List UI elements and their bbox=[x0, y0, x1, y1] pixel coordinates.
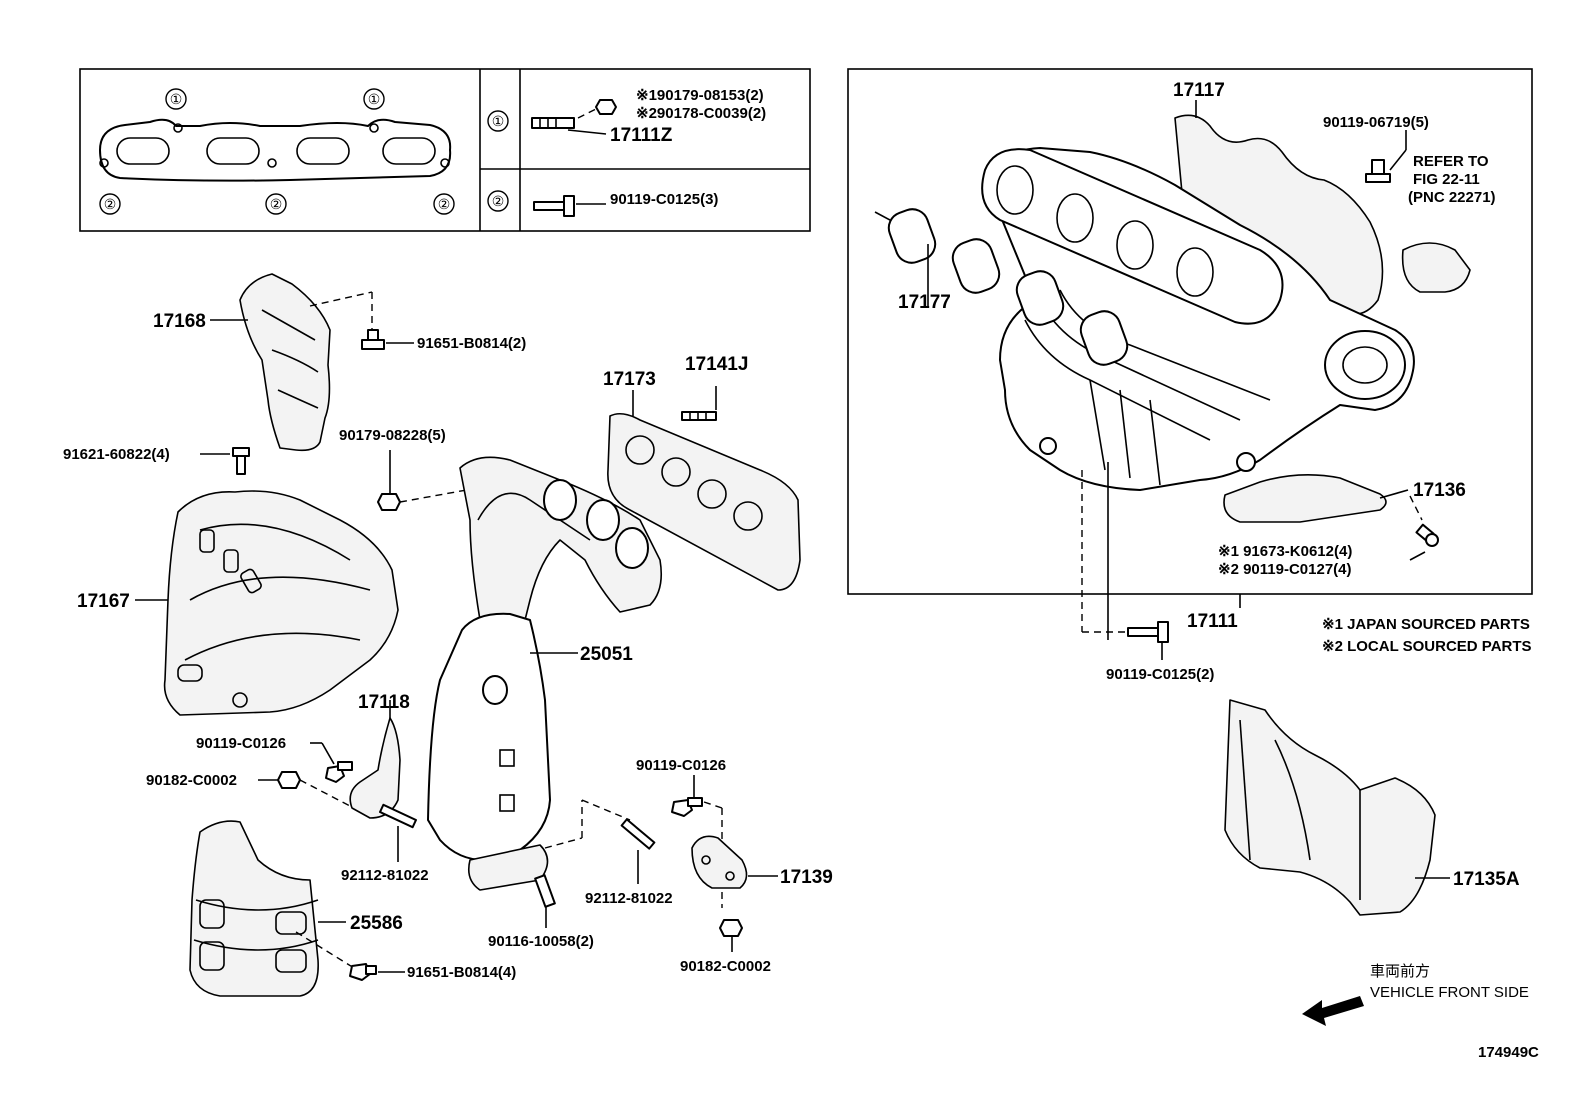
label-17141J: 17141J bbox=[685, 354, 748, 375]
label-92112-81022-left: 92112-81022 bbox=[341, 867, 429, 884]
refer-part-22271 bbox=[1401, 242, 1471, 293]
bolt-icon-90119-C0126-right bbox=[671, 797, 703, 817]
gasket-17173 bbox=[607, 412, 801, 591]
insulator-17135A bbox=[1224, 699, 1436, 916]
label-17111Z: 17111Z bbox=[610, 125, 673, 146]
gasket-marker-1: ① bbox=[368, 91, 381, 107]
label-pnc-22271: (PNC 22271) bbox=[1408, 189, 1496, 206]
label-90119-C0125-2: 90119-C0125(2) bbox=[1106, 666, 1214, 683]
exhaust-gasket-shape bbox=[99, 118, 452, 182]
bolt-icon-90119-06719 bbox=[1365, 159, 1391, 183]
vehicle-front-indicator: 車両前方 VEHICLE FRONT SIDE bbox=[1302, 963, 1529, 1026]
label-17168: 17168 bbox=[153, 311, 206, 332]
label-17139: 17139 bbox=[780, 867, 833, 888]
direction-jp: 車両前方 bbox=[1370, 963, 1430, 980]
label-90119-C0126-left: 90119-C0126 bbox=[196, 735, 286, 752]
direction-en: VEHICLE FRONT SIDE bbox=[1370, 984, 1529, 1001]
bracket-17139 bbox=[691, 835, 748, 889]
bracket-17136 bbox=[1223, 474, 1387, 523]
gasket-marker-2: ② bbox=[438, 196, 451, 212]
label-ref2: ※290178-C0039(2) bbox=[636, 105, 766, 122]
label-90119-06719: 90119-06719(5) bbox=[1323, 114, 1429, 131]
label-90119-C0125-3: 90119-C0125(3) bbox=[610, 191, 718, 208]
label-17117: 17117 bbox=[1173, 80, 1225, 101]
label-17135A: 17135A bbox=[1453, 869, 1520, 890]
label-17118: 17118 bbox=[358, 692, 410, 713]
figure-id: 174949C bbox=[1478, 1044, 1539, 1061]
stud-icon-17141J bbox=[681, 411, 717, 421]
stud-icon-92112-right bbox=[620, 818, 656, 850]
bolt-icon-91673 bbox=[1415, 523, 1439, 547]
bracket-17118 bbox=[349, 717, 401, 819]
label-fig-22-11: FIG 22-11 bbox=[1413, 171, 1480, 188]
label-17111: 17111 bbox=[1187, 611, 1238, 632]
legend-local: ※2 LOCAL SOURCED PARTS bbox=[1322, 638, 1532, 655]
bolt-icon-91651-4 bbox=[349, 963, 377, 981]
nut-icon-90182-left bbox=[277, 771, 301, 789]
gasket-marker-2: ② bbox=[104, 196, 117, 212]
label-ref1: ※190179-08153(2) bbox=[636, 87, 764, 104]
bolt-icon-90119-C0126-left bbox=[325, 761, 353, 783]
nut-icon-90179 bbox=[377, 493, 401, 511]
intake-manifold-box: 17117 90119-06719(5) REFER TO FIG 22-11 … bbox=[847, 68, 1533, 640]
label-25051: 25051 bbox=[580, 644, 633, 665]
label-91651-B0814-2: 91651-B0814(2) bbox=[417, 335, 526, 352]
front-arrow-icon bbox=[1302, 996, 1364, 1026]
label-91621-60822: 91621-60822(4) bbox=[63, 446, 170, 463]
nut-icon bbox=[595, 99, 617, 115]
label-90119-C0126-right: 90119-C0126 bbox=[636, 757, 726, 774]
label-s2-90119-C0127: ※2 90119-C0127(4) bbox=[1218, 561, 1352, 578]
label-17136: 17136 bbox=[1413, 480, 1466, 501]
heat-insulator-17167 bbox=[163, 490, 399, 716]
bolt-icon-90119-C0125 bbox=[1127, 621, 1169, 643]
catalytic-converter bbox=[427, 612, 551, 862]
label-17173: 17173 bbox=[603, 369, 656, 390]
gasket-17177 bbox=[887, 208, 1129, 366]
bolt-icon-91651-2 bbox=[361, 329, 385, 350]
bolt-icon bbox=[533, 195, 575, 217]
label-17177: 17177 bbox=[898, 292, 951, 313]
label-90182-C0002-right: 90182-C0002 bbox=[680, 958, 771, 975]
intake-flange bbox=[981, 148, 1284, 325]
stud-icon bbox=[531, 117, 575, 129]
gasket-key-box: ① ① ② ② ② ① ② 17111Z ※190179-08153(2) ※2… bbox=[79, 68, 811, 232]
label-refer-to: REFER TO bbox=[1413, 153, 1489, 170]
label-17167: 17167 bbox=[77, 591, 130, 612]
stud-icon-90116 bbox=[534, 874, 556, 908]
nut-icon-90182-right bbox=[719, 919, 743, 937]
heat-insulator-17168 bbox=[239, 273, 331, 452]
label-91651-B0814-4: 91651-B0814(4) bbox=[407, 964, 516, 981]
label-90116-10058: 90116-10058(2) bbox=[488, 933, 594, 950]
label-25586: 25586 bbox=[350, 913, 403, 934]
heat-insulator-25586 bbox=[189, 820, 319, 997]
gasket-marker-2: ② bbox=[270, 196, 283, 212]
label-s1-91673: ※1 91673-K0612(4) bbox=[1218, 543, 1352, 560]
legend-japan: ※1 JAPAN SOURCED PARTS bbox=[1322, 616, 1530, 633]
stud-icon-92112-left bbox=[378, 803, 418, 829]
label-90182-C0002-left: 90182-C0002 bbox=[146, 772, 237, 789]
key-row-marker-1: ① bbox=[492, 113, 505, 129]
gasket-marker-1: ① bbox=[170, 91, 183, 107]
key-row-marker-2: ② bbox=[492, 193, 505, 209]
label-92112-81022-right: 92112-81022 bbox=[585, 890, 673, 907]
label-90179-08228: 90179-08228(5) bbox=[339, 427, 446, 444]
bolt-icon-91621 bbox=[232, 447, 250, 475]
